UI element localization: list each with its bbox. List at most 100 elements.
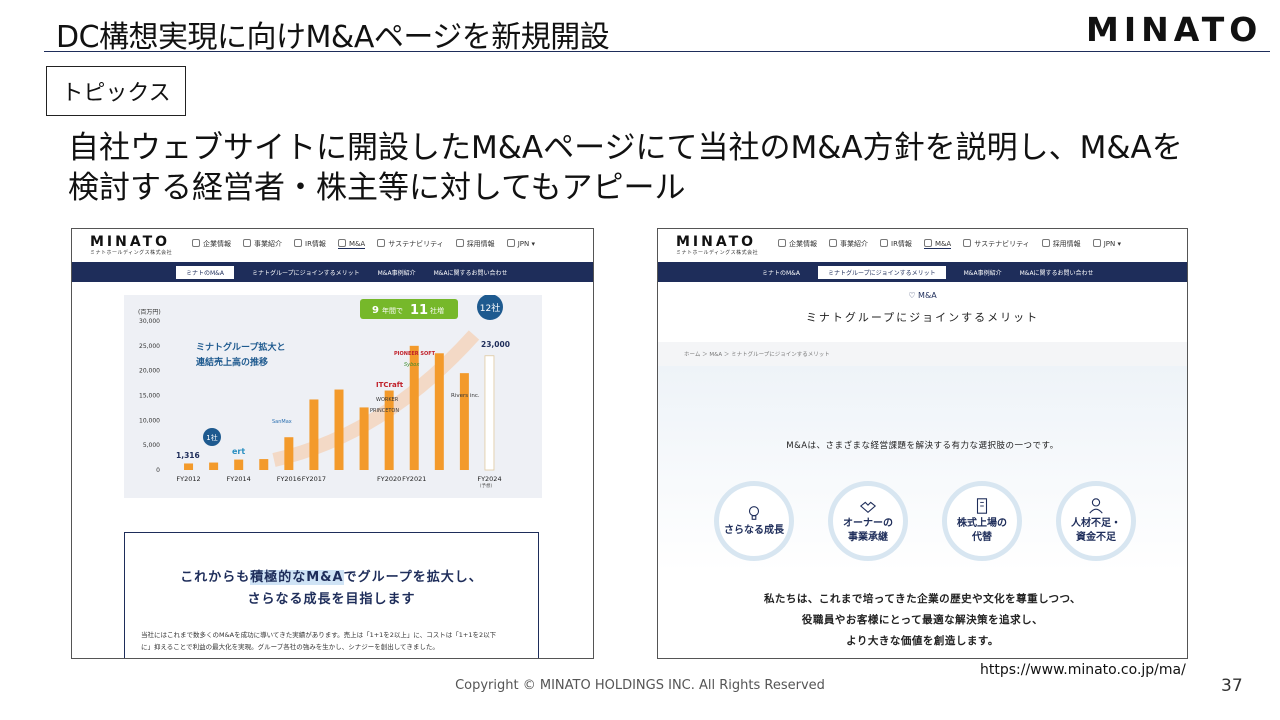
x-tick-label: FY2012 bbox=[176, 475, 200, 483]
subnav-contact[interactable]: M&Aに関するお問い合わせ bbox=[1019, 269, 1094, 277]
bar-FY2013 bbox=[209, 462, 219, 470]
handshake-icon bbox=[859, 501, 877, 514]
logo-ert: ert bbox=[232, 447, 245, 456]
bar-FY2019 bbox=[359, 407, 369, 470]
globe-icon bbox=[1092, 239, 1101, 247]
page-number: 37 bbox=[1221, 676, 1243, 696]
site-logo[interactable]: MINATO ミナトホールディングス株式会社 bbox=[676, 234, 759, 256]
growth-callout bbox=[360, 299, 458, 319]
lead-text: 自社ウェブサイトに開設したM&Aページにて当社のM&A方針を説明し、M&Aを 検… bbox=[68, 128, 1248, 208]
nav-item-recruit[interactable]: 採用情報 bbox=[455, 239, 495, 249]
nav-item-company[interactable]: 企業情報 bbox=[778, 239, 817, 249]
bar-FY2020 bbox=[384, 390, 394, 470]
nav-item-business[interactable]: 事業紹介 bbox=[829, 239, 868, 249]
breadcrumb[interactable]: ホーム ＞ M&A ＞ ミナトグループにジョインするメリット bbox=[684, 352, 830, 358]
nav-item-ma[interactable]: M&A bbox=[337, 239, 366, 249]
bar-FY2023 bbox=[459, 373, 469, 470]
bar-FY2014 bbox=[234, 459, 244, 470]
body-line2: に」抑えることで利益の最大化を実現。グループ各社の強みを生かし、シナジーを創出し… bbox=[141, 643, 439, 651]
ma-badge: ♡ M&A bbox=[908, 291, 937, 300]
language-select[interactable]: JPN ▾ bbox=[1092, 239, 1121, 249]
person-icon bbox=[1089, 498, 1103, 514]
y-tick-label: 0 bbox=[156, 467, 160, 474]
building-icon bbox=[192, 239, 200, 247]
site-nav: MINATO ミナトホールディングス株式会社 企業情報 事業紹介 IR情報 M&… bbox=[658, 229, 1187, 261]
callout-mid: 年間で bbox=[382, 306, 403, 315]
left-website-screenshot: MINATO ミナトホールディングス株式会社 企業情報 事業紹介 IR情報 M&… bbox=[71, 228, 594, 659]
callout-suffix: 社増 bbox=[430, 306, 444, 315]
logo-worker: WORKER bbox=[376, 397, 399, 403]
logo-princeton: PRINCETON bbox=[370, 408, 399, 414]
closing-text: 私たちは、これまで培ってきた企業の歴史や文化を尊重しつつ、 役職員やお客様にとっ… bbox=[763, 593, 1082, 647]
y-tick-label: 15,000 bbox=[139, 393, 160, 400]
merit-circle-shortage: 人材不足・ 資金不足 bbox=[1056, 481, 1136, 561]
value-start: 1,316 bbox=[176, 451, 200, 460]
people-icon bbox=[1041, 239, 1050, 247]
subnav-ma[interactable]: ミナトのM&A bbox=[762, 269, 800, 277]
copyright: Copyright © MINATO HOLDINGS INC. All Rig… bbox=[455, 678, 825, 693]
subnav-merit[interactable]: ミナトグループにジョインするメリット bbox=[817, 265, 946, 279]
x-tick-label: FY2020 bbox=[377, 475, 401, 483]
language-select[interactable]: JPN ▾ bbox=[506, 239, 535, 249]
y-tick-label: 20,000 bbox=[139, 368, 160, 375]
sub-nav: ミナトのM&A ミナトグループにジョインするメリット M&A事例紹介 M&Aに関… bbox=[658, 262, 1187, 282]
x-tick-label: FY2016 bbox=[277, 475, 301, 483]
logo-rivers: Rivers inc. bbox=[451, 393, 480, 399]
subnav-ma[interactable]: ミナトのM&A bbox=[176, 265, 234, 279]
lightbulb-icon bbox=[748, 506, 760, 520]
site-logo[interactable]: MINATO ミナトホールディングス株式会社 bbox=[90, 234, 173, 256]
source-url[interactable]: https://www.minato.co.jp/ma/ bbox=[980, 662, 1186, 678]
subnav-contact[interactable]: M&Aに関するお問い合わせ bbox=[433, 269, 508, 277]
message-line1-a: これからも bbox=[180, 570, 251, 585]
bar-FY2024 bbox=[484, 355, 495, 471]
breadcrumb-band bbox=[658, 342, 1187, 366]
logo-pioneer: PIONEER SOFT bbox=[394, 351, 436, 357]
x-tick-label: FY2024 bbox=[477, 475, 501, 483]
briefcase-icon bbox=[829, 239, 837, 247]
growth-arrow bbox=[272, 330, 480, 467]
logo-sanmax: SanMax bbox=[272, 419, 292, 425]
merit-circle-succession: オーナーの 事業承継 bbox=[828, 481, 908, 561]
handshake-icon bbox=[923, 239, 932, 247]
bar-FY2021 bbox=[409, 345, 419, 470]
y-axis-unit: (百万円) bbox=[138, 309, 161, 316]
message-highlight: 積極的なM&A bbox=[250, 570, 344, 585]
y-tick-label: 25,000 bbox=[139, 343, 160, 350]
pin-end-label: 12社 bbox=[480, 302, 500, 314]
subnav-cases[interactable]: M&A事例紹介 bbox=[963, 269, 1002, 277]
subnav-cases[interactable]: M&A事例紹介 bbox=[377, 269, 416, 277]
nav-item-ma[interactable]: M&A bbox=[923, 239, 952, 249]
chart-icon bbox=[880, 239, 888, 247]
subnav-merit[interactable]: ミナトグループにジョインするメリット bbox=[251, 269, 360, 277]
nav-item-recruit[interactable]: 採用情報 bbox=[1041, 239, 1081, 249]
nav-item-ir[interactable]: IR情報 bbox=[880, 239, 912, 249]
right-website-screenshot: MINATO ミナトホールディングス株式会社 企業情報 事業紹介 IR情報 M&… bbox=[657, 228, 1188, 659]
callout-count: 11 bbox=[410, 303, 428, 318]
callout-years: 9 bbox=[372, 305, 379, 316]
leaf-icon bbox=[377, 239, 386, 247]
nav-item-sustainability[interactable]: サステナビリティ bbox=[377, 239, 444, 249]
message-line2: さらなる成長を目指します bbox=[247, 592, 416, 607]
y-tick-label: 30,000 bbox=[139, 318, 160, 325]
pin-start-label: 1社 bbox=[206, 433, 217, 442]
briefcase-icon bbox=[243, 239, 251, 247]
nav-item-business[interactable]: 事業紹介 bbox=[243, 239, 282, 249]
pin-start bbox=[203, 428, 221, 446]
nav-item-company[interactable]: 企業情報 bbox=[192, 239, 231, 249]
site-nav: MINATO ミナトホールディングス株式会社 企業情報 事業紹介 IR情報 M&… bbox=[72, 229, 593, 261]
sub-nav: ミナトのM&A ミナトグループにジョインするメリット M&A事例紹介 M&Aに関… bbox=[72, 262, 593, 282]
merit-circle-growth: さらなる成長 bbox=[714, 481, 794, 561]
chart-heading-line-1: ミナトグループ拡大と bbox=[196, 341, 285, 353]
chart-heading-line-2: 連結売上高の推移 bbox=[196, 356, 268, 368]
forecast-note: (予想) bbox=[480, 482, 493, 489]
building-icon bbox=[778, 239, 786, 247]
nav-item-ir[interactable]: IR情報 bbox=[294, 239, 326, 249]
body-line1: 当社にはこれまで数多くのM&Aを成功に導いてきた実績があります。売上は「1+1を… bbox=[141, 631, 497, 639]
leaf-icon bbox=[963, 239, 972, 247]
message-line1-b: でグループを拡大し、 bbox=[343, 570, 483, 585]
nav-item-sustainability[interactable]: サステナビリティ bbox=[963, 239, 1030, 249]
x-tick-label: FY2021 bbox=[402, 475, 426, 483]
lead-line-1: 自社ウェブサイトに開設したM&Aページにて当社のM&A方針を説明し、M&Aを bbox=[68, 130, 1183, 166]
logo-sybox: Sybox bbox=[404, 362, 419, 368]
sales-bar-chart: (百万円) ミナトグループ拡大と 連結売上高の推移 30,000 25,000 20… bbox=[138, 295, 510, 489]
